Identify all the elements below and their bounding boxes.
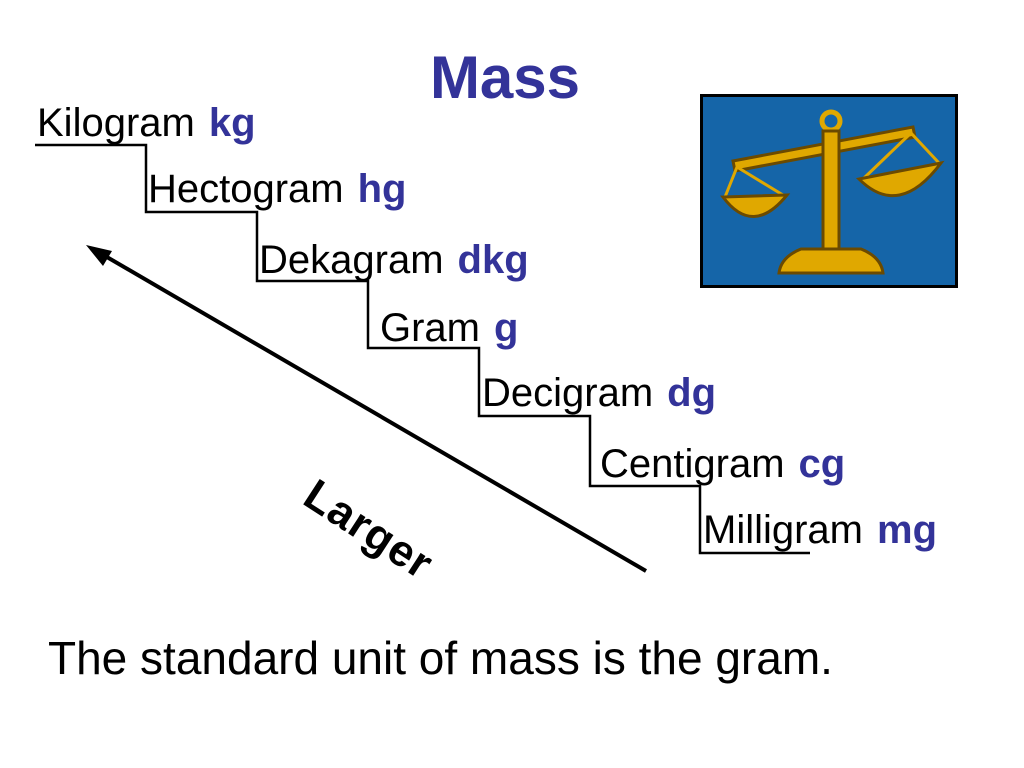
balance-scale-icon — [703, 97, 955, 285]
balance-scale-image — [700, 94, 958, 288]
unit-name: Dekagram — [259, 238, 444, 282]
unit-hectogram: Hectogram hg — [148, 166, 407, 212]
unit-abbr: kg — [208, 101, 256, 145]
unit-abbr: hg — [357, 167, 407, 211]
unit-kilogram: Kilogram kg — [37, 100, 256, 146]
unit-abbr: dkg — [457, 238, 529, 282]
unit-name: Milligram — [703, 508, 863, 552]
unit-dekagram: Dekagram dkg — [259, 237, 529, 283]
unit-abbr: g — [494, 306, 519, 350]
unit-abbr: mg — [877, 508, 937, 552]
unit-name: Centigram — [600, 442, 785, 486]
unit-name: Hectogram — [148, 167, 344, 211]
page-title: Mass — [429, 44, 581, 111]
unit-name: Decigram — [482, 371, 654, 415]
unit-milligram: Milligram mg — [703, 507, 937, 553]
unit-name: Kilogram — [37, 101, 195, 145]
unit-name: Gram — [380, 306, 480, 350]
unit-abbr: dg — [667, 371, 717, 415]
unit-decigram: Decigram dg — [482, 370, 716, 416]
unit-centigram: Centigram cg — [600, 441, 845, 487]
larger-arrow — [98, 251, 648, 573]
unit-abbr: cg — [798, 442, 846, 486]
caption: The standard unit of mass is the gram. — [48, 632, 833, 684]
arrow-head-icon — [86, 245, 112, 266]
